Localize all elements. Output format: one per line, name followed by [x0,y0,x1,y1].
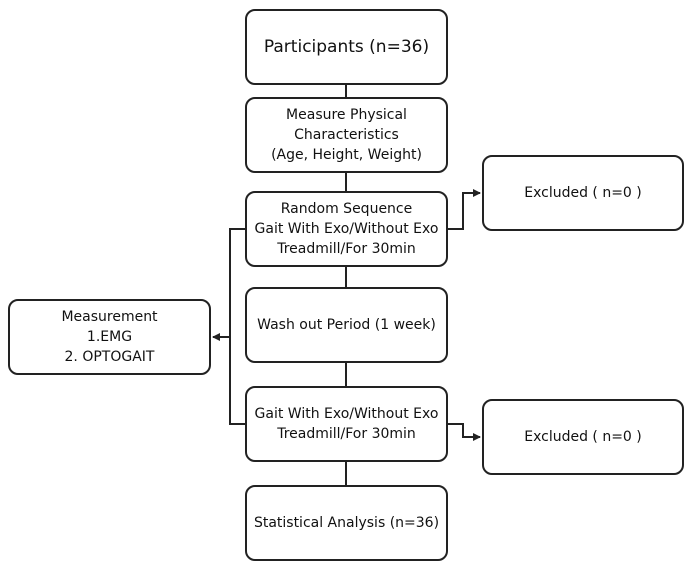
measurement-line-1: Measurement [61,309,158,325]
measure-physical-box: Measure Physical Characteristics (Age, H… [245,97,448,173]
measure-physical-line-2: Characteristics [294,127,399,143]
random-sequence-line-3: Treadmill/For 30min [277,241,416,257]
statistical-analysis-box: Statistical Analysis (n=36) [245,485,448,561]
excluded-box-second: Excluded ( n=0 ) [482,399,684,475]
measurement-line-2: 1.EMG [86,329,133,345]
random-sequence-line-1: Random Sequence [280,201,413,217]
measure-physical-line-3: (Age, Height, Weight) [271,147,422,163]
measure-physical-line-1: Measure Physical [286,107,407,123]
washout-box: Wash out Period (1 week) [245,287,448,363]
gait-second-line-2: Treadmill/For 30min [277,426,416,442]
washout-label: Wash out Period (1 week) [257,317,436,333]
measurement-line-3: 2. OPTOGAIT [64,349,155,365]
bracket-to-measurement [229,228,245,425]
gait-second-line-1: Gait With Exo/Without Exo [254,406,439,422]
gait-second-box: Gait With Exo/Without Exo Treadmill/For … [245,386,448,462]
excluded-second-label: Excluded ( n=0 ) [524,429,642,445]
random-sequence-line-2: Gait With Exo/Without Exo [254,221,439,237]
statistical-analysis-label: Statistical Analysis (n=36) [253,515,440,531]
arrow-to-excluded-first [448,189,481,230]
arrow-to-excluded-second [448,423,481,441]
random-sequence-box: Random Sequence Gait With Exo/Without Ex… [245,191,448,267]
measurement-box: Measurement 1.EMG 2. OPTOGAIT [8,299,211,375]
participants-box: Participants (n=36) [245,9,448,85]
excluded-first-label: Excluded ( n=0 ) [524,185,642,201]
excluded-box-first: Excluded ( n=0 ) [482,155,684,231]
participants-label: Participants (n=36) [263,37,430,57]
